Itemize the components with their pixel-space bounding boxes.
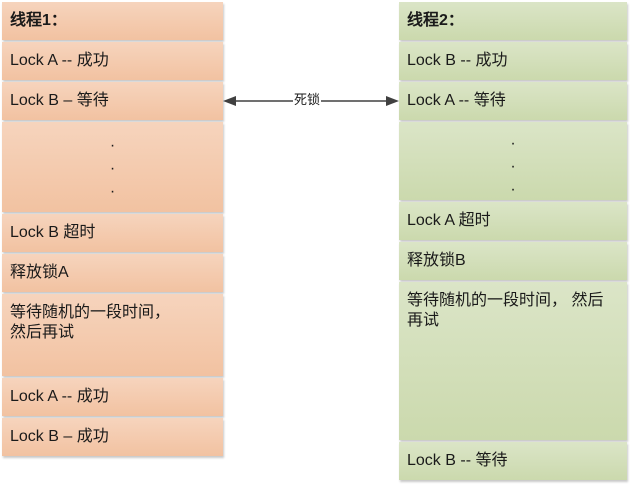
thread2-header: 线程2： [399, 2, 627, 40]
thread1-header: 线程1： [2, 2, 223, 40]
thread2-wait-random: 等待随机的一段时间， 然后再试 [399, 282, 627, 440]
deadlock-arrowhead-right [386, 96, 399, 106]
thread1-wait-random: 等待随机的一段时间， 然后再试 [2, 294, 223, 376]
thread1-release-lock-a: 释放锁A [2, 254, 223, 292]
thread1-ellipsis-cell: · · · [2, 122, 223, 212]
thread2-release-lock-b: 释放锁B [399, 242, 627, 280]
thread2-ellipsis: · · · [510, 135, 516, 198]
deadlock-label: 死锁 [293, 92, 322, 108]
thread2-lock-a-timeout: Lock A 超时 [399, 202, 627, 240]
thread1-lock-a-success: Lock A -- 成功 [2, 42, 223, 80]
thread1-lock-b-wait: Lock B – 等待 [2, 82, 223, 120]
thread2-lock-b-wait: Lock B -- 等待 [399, 442, 627, 480]
thread1-lock-b-success: Lock B – 成功 [2, 418, 223, 456]
thread1-lock-b-timeout: Lock B 超时 [2, 214, 223, 252]
thread2-lock-b-success: Lock B -- 成功 [399, 42, 627, 80]
deadlock-arrowhead-left [223, 96, 236, 106]
thread2-lock-a-wait: Lock A -- 等待 [399, 82, 627, 120]
thread2-ellipsis-cell: · · · [399, 122, 627, 200]
thread1-ellipsis: · · · [109, 137, 116, 200]
thread1-lock-a-success-retry: Lock A -- 成功 [2, 378, 223, 416]
